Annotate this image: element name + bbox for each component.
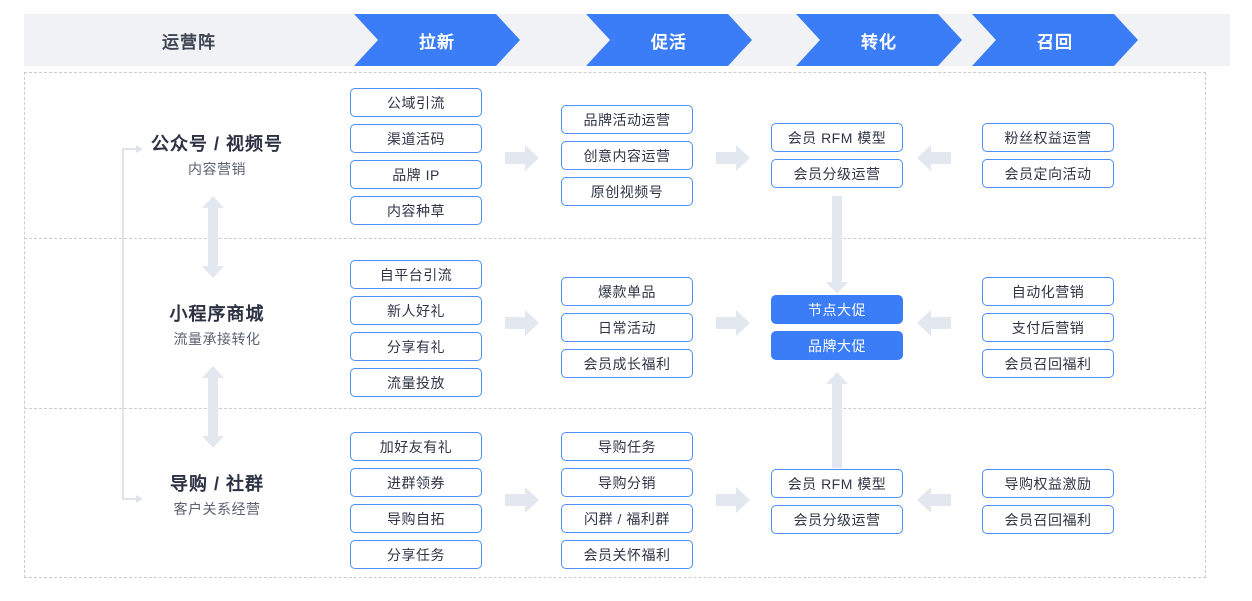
chevron-notch-icon xyxy=(752,14,776,66)
flow-arrow-right-icon xyxy=(716,487,750,513)
tag-item[interactable]: 会员定向活动 xyxy=(982,159,1114,188)
recall-tags-row2: 自动化营销 支付后营销 会员召回福利 xyxy=(982,277,1114,385)
stage-header-acquire[interactable]: 拉新 xyxy=(354,14,520,66)
tag-item[interactable]: 内容种草 xyxy=(350,196,482,225)
flow-arrow-right-icon xyxy=(505,145,539,171)
flow-arrow-right-icon xyxy=(505,310,539,336)
tag-item[interactable]: 日常活动 xyxy=(561,313,693,342)
convert-tags-row2: 节点大促 品牌大促 xyxy=(771,295,903,367)
flow-arrow-right-icon xyxy=(716,310,750,336)
tag-item[interactable]: 新人好礼 xyxy=(350,296,482,325)
tag-item[interactable]: 会员 RFM 模型 xyxy=(771,123,903,152)
channel-label-mini-program-mall: 小程序商城 流量承接转化 xyxy=(112,301,322,350)
acquire-tags-row3: 加好友有礼 进群领券 导购自拓 分享任务 xyxy=(350,432,482,576)
row-divider xyxy=(24,238,1206,239)
stage-header-convert[interactable]: 转化 xyxy=(796,14,962,66)
tag-item[interactable]: 渠道活码 xyxy=(350,124,482,153)
tag-item[interactable]: 导购自拓 xyxy=(350,504,482,533)
channel-label-guide-community: 导购 / 社群 客户关系经营 xyxy=(112,471,322,520)
tag-item[interactable]: 会员分级运营 xyxy=(771,505,903,534)
tag-item[interactable]: 导购任务 xyxy=(561,432,693,461)
tag-item[interactable]: 会员分级运营 xyxy=(771,159,903,188)
convert-tags-row1: 会员 RFM 模型 会员分级运营 xyxy=(771,123,903,195)
tag-item[interactable]: 品牌活动运营 xyxy=(561,105,693,134)
tag-item[interactable]: 会员关怀福利 xyxy=(561,540,693,569)
tag-item[interactable]: 闪群 / 福利群 xyxy=(561,504,693,533)
acquire-tags-row1: 公域引流 渠道活码 品牌 IP 内容种草 xyxy=(350,88,482,232)
channel-name: 导购 / 社群 xyxy=(169,474,264,494)
convert-tags-row3: 会员 RFM 模型 会员分级运营 xyxy=(771,469,903,541)
tag-item[interactable]: 加好友有礼 xyxy=(350,432,482,461)
stage-header-operations: 运营阵 xyxy=(162,32,216,52)
tag-item[interactable]: 爆款单品 xyxy=(561,277,693,306)
tag-item-highlighted[interactable]: 节点大促 xyxy=(771,295,903,324)
channel-subtitle: 流量承接转化 xyxy=(173,331,261,347)
tag-item[interactable]: 会员成长福利 xyxy=(561,349,693,378)
stage-header-activate[interactable]: 促活 xyxy=(586,14,752,66)
flow-arrow-right-icon xyxy=(505,487,539,513)
activate-tags-row3: 导购任务 导购分销 闪群 / 福利群 会员关怀福利 xyxy=(561,432,693,576)
chevron-notch-icon xyxy=(1138,14,1162,66)
row-divider xyxy=(24,408,1206,409)
tag-item[interactable]: 会员召回福利 xyxy=(982,349,1114,378)
tag-item-highlighted[interactable]: 品牌大促 xyxy=(771,331,903,360)
channel-double-arrow-icon xyxy=(202,196,224,278)
recall-tags-row3: 导购权益激励 会员召回福利 xyxy=(982,469,1114,541)
channel-name: 小程序商城 xyxy=(169,304,265,324)
tag-item[interactable]: 会员 RFM 模型 xyxy=(771,469,903,498)
tag-item[interactable]: 创意内容运营 xyxy=(561,141,693,170)
tag-item[interactable]: 导购分销 xyxy=(561,468,693,497)
tag-item[interactable]: 会员召回福利 xyxy=(982,505,1114,534)
activate-tags-row1: 品牌活动运营 创意内容运营 原创视频号 xyxy=(561,105,693,213)
channel-loop-bracket xyxy=(122,145,144,503)
tag-item[interactable]: 自动化营销 xyxy=(982,277,1114,306)
chevron-notch-icon xyxy=(520,14,544,66)
tag-item[interactable]: 原创视频号 xyxy=(561,177,693,206)
tag-item[interactable]: 自平台引流 xyxy=(350,260,482,289)
tag-item[interactable]: 进群领券 xyxy=(350,468,482,497)
matrix-frame xyxy=(24,72,1206,578)
channel-name: 公众号 / 视频号 xyxy=(150,134,283,154)
stage-header-bar: 运营阵 拉新 促活 转化 召回 xyxy=(24,14,1230,66)
recall-arrow-left-icon xyxy=(917,487,951,513)
tag-item[interactable]: 粉丝权益运营 xyxy=(982,123,1114,152)
recall-arrow-left-icon xyxy=(917,310,951,336)
activate-tags-row2: 爆款单品 日常活动 会员成长福利 xyxy=(561,277,693,385)
channel-label-official-account: 公众号 / 视频号 内容营销 xyxy=(112,131,322,180)
recall-tags-row1: 粉丝权益运营 会员定向活动 xyxy=(982,123,1114,195)
channel-subtitle: 内容营销 xyxy=(188,161,246,177)
channel-double-arrow-icon xyxy=(202,366,224,448)
channel-subtitle: 客户关系经营 xyxy=(173,501,261,517)
tag-item[interactable]: 品牌 IP xyxy=(350,160,482,189)
flow-arrow-right-icon xyxy=(716,145,750,171)
tag-item[interactable]: 导购权益激励 xyxy=(982,469,1114,498)
tag-item[interactable]: 流量投放 xyxy=(350,368,482,397)
tag-item[interactable]: 分享有礼 xyxy=(350,332,482,361)
tag-item[interactable]: 支付后营销 xyxy=(982,313,1114,342)
tag-item[interactable]: 公域引流 xyxy=(350,88,482,117)
tag-item[interactable]: 分享任务 xyxy=(350,540,482,569)
convert-down-arrow-icon xyxy=(826,196,848,294)
acquire-tags-row2: 自平台引流 新人好礼 分享有礼 流量投放 xyxy=(350,260,482,404)
convert-up-arrow-icon xyxy=(826,372,848,468)
stage-header-recall[interactable]: 召回 xyxy=(972,14,1138,66)
recall-arrow-left-icon xyxy=(917,145,951,171)
